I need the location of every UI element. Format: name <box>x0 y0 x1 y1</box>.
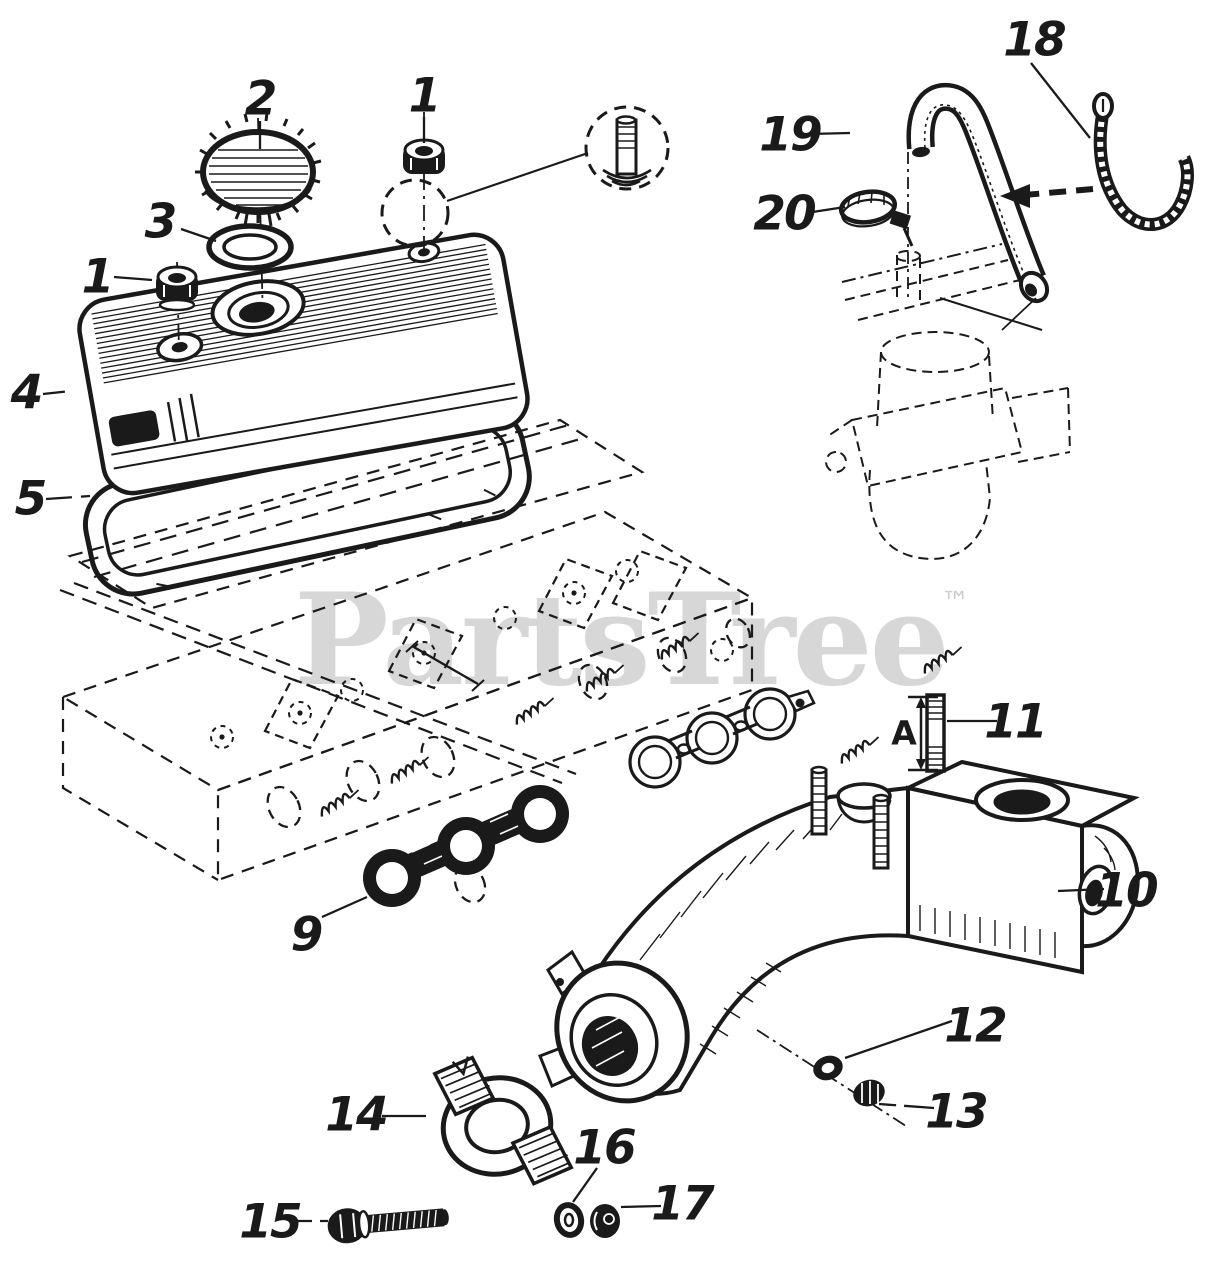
callout-4: 4 <box>10 365 44 421</box>
cylinder-head-dashed-drawing <box>59 418 755 904</box>
leader-3 <box>180 227 217 243</box>
hose-clamp-drawing <box>838 152 914 302</box>
leader-4 <box>42 389 72 396</box>
callout-14: 14 <box>325 1087 388 1143</box>
callout-2: 2 <box>244 71 278 127</box>
clamp-bolt-drawing <box>327 1208 449 1244</box>
breather-hose-drawing <box>1092 92 1194 231</box>
manifold-studs <box>810 765 890 870</box>
clamp-washer-nut-drawing <box>553 1202 620 1238</box>
callout-15: 15 <box>239 1194 302 1250</box>
callout-9: 9 <box>290 907 324 963</box>
leader-13 <box>878 1102 935 1110</box>
callout-11: 11 <box>984 694 1047 750</box>
intake-manifold-drawing <box>538 759 1140 1104</box>
leader-17 <box>620 1204 662 1209</box>
dimension-label-a: A <box>891 713 917 753</box>
filler-cap-seal-drawing <box>206 223 294 271</box>
manifold-gasket-dark-drawing <box>363 785 569 907</box>
callout-10: 10 <box>1095 863 1158 919</box>
flange-washer-nut-drawing <box>756 1029 907 1127</box>
vent-pipe-drawing <box>906 82 1050 331</box>
callout-19: 19 <box>759 107 822 163</box>
callout-20: 20 <box>753 186 816 242</box>
stud-detail-drawing <box>602 115 652 187</box>
leader-1-left <box>113 275 153 282</box>
cover-nut-washer <box>158 298 196 312</box>
carburetor-dashed-drawing <box>825 243 1071 560</box>
cover-nut-left <box>154 265 200 303</box>
callout-16: 16 <box>573 1120 636 1176</box>
callout-5: 5 <box>14 471 48 527</box>
leader-18 <box>1030 62 1091 139</box>
callout-1-top: 1 <box>408 68 442 124</box>
watermark-trademark-symbol: ™ <box>940 585 970 619</box>
manifold-clamp-drawing <box>432 1055 574 1186</box>
callout-1-left: 1 <box>81 249 115 305</box>
watermark-text: PartsTree <box>294 566 950 714</box>
callout-12: 12 <box>944 998 1007 1054</box>
leader-5 <box>45 494 91 501</box>
leader-20 <box>805 205 846 215</box>
stud-dimension-drawing <box>908 693 946 773</box>
callout-18: 18 <box>1003 12 1066 68</box>
callout-leader-lines <box>42 62 1105 1223</box>
hose-direction-arrow <box>1000 184 1094 208</box>
oil-filler-cap-drawing <box>195 112 322 227</box>
manifold-gasket-outline-drawing <box>628 687 816 789</box>
callout-13: 13 <box>925 1084 988 1140</box>
leader-12 <box>844 1019 953 1060</box>
leader-16 <box>572 1167 598 1203</box>
leader-10 <box>1057 887 1105 893</box>
valve-cover-drawing <box>77 232 530 496</box>
callout-17: 17 <box>651 1176 714 1232</box>
cover-nut-top <box>401 138 447 176</box>
stud-detail-circles <box>380 105 670 248</box>
callout-3: 3 <box>144 194 178 250</box>
leader-19 <box>808 131 851 136</box>
leader-9 <box>321 895 368 919</box>
watermark: PartsTree™ <box>294 566 976 714</box>
